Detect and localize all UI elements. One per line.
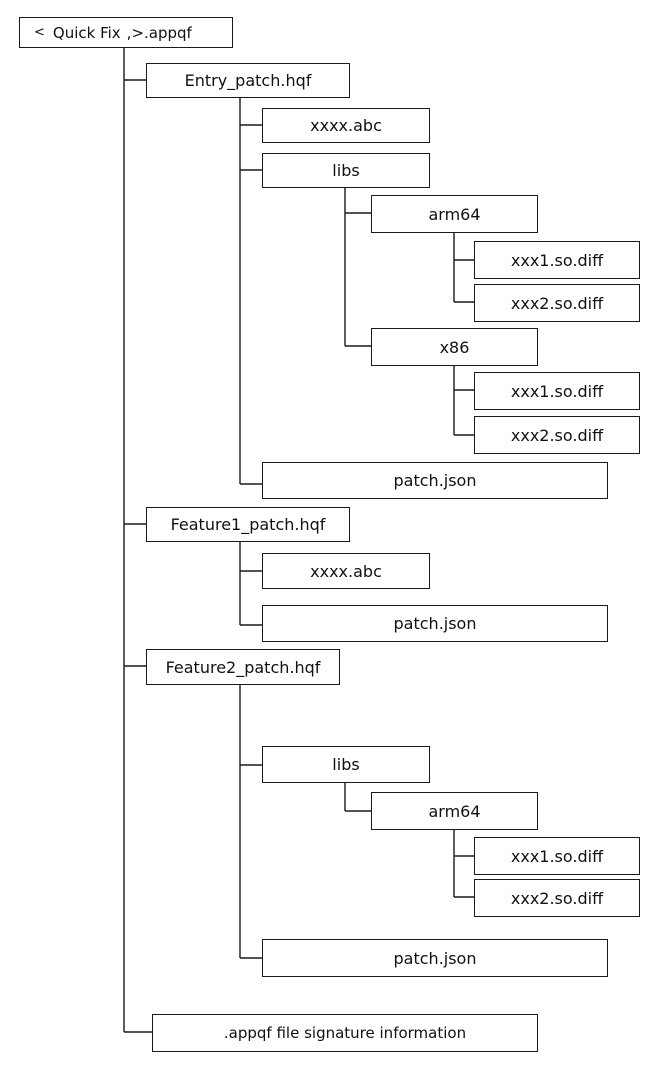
node-label: xxxx.abc xyxy=(310,116,382,135)
node-label: Feature1_patch.hqf xyxy=(170,515,326,534)
node-appqf-signature-info: .appqf file signature information xyxy=(152,1014,538,1052)
node-entry-x86-xxx2-so-diff: xxx2.so.diff xyxy=(474,416,640,454)
node-entry-x86: x86 xyxy=(371,328,538,366)
node-entry-patch-json: patch.json xyxy=(262,462,608,499)
node-entry-xxxx-abc: xxxx.abc xyxy=(262,108,430,143)
node-label: patch.json xyxy=(393,471,477,490)
root-label-left: Quick Fix xyxy=(52,23,121,42)
node-feature2-arm64: arm64 xyxy=(371,792,538,830)
node-label: patch.json xyxy=(393,948,477,968)
node-feature1-xxxx-abc: xxxx.abc xyxy=(262,553,430,589)
node-label: xxx1.so.diff xyxy=(510,250,604,270)
node-entry-arm64: arm64 xyxy=(371,195,538,233)
node-entry-patch-hqf: Entry_patch.hqf xyxy=(146,63,350,98)
node-label: xxx1.so.diff xyxy=(510,846,604,866)
node-feature2-patch-hqf: Feature2_patch.hqf xyxy=(146,649,340,685)
less-than-glyph: < xyxy=(34,25,45,40)
node-feature2-xxx2-so-diff: xxx2.so.diff xyxy=(474,879,640,917)
node-entry-arm64-xxx1-so-diff: xxx1.so.diff xyxy=(474,241,640,279)
node-label: arm64 xyxy=(428,801,481,821)
node-feature2-libs: libs xyxy=(262,746,430,783)
node-feature1-patch-json: patch.json xyxy=(262,605,608,642)
node-label: xxx1.so.diff xyxy=(510,381,604,401)
node-label: x86 xyxy=(439,337,470,357)
node-label: Entry_patch.hqf xyxy=(184,71,312,90)
node-entry-x86-xxx1-so-diff: xxx1.so.diff xyxy=(474,372,640,410)
node-entry-arm64-xxx2-so-diff: xxx2.so.diff xyxy=(474,284,640,322)
node-label: xxx2.so.diff xyxy=(510,888,604,908)
node-label: xxx2.so.diff xyxy=(510,293,604,313)
node-label: Feature2_patch.hqf xyxy=(165,657,321,677)
node-feature2-xxx1-so-diff: xxx1.so.diff xyxy=(474,837,640,875)
root-node-quick-fix-appqf: < Quick Fix ,>.appqf xyxy=(19,17,233,48)
root-label-right: ,>.appqf xyxy=(126,23,192,42)
node-label: libs xyxy=(332,755,360,774)
node-feature2-patch-json: patch.json xyxy=(262,939,608,977)
node-label: patch.json xyxy=(393,614,477,633)
node-entry-libs: libs xyxy=(262,153,430,188)
node-label: .appqf file signature information xyxy=(223,1024,467,1042)
node-label: arm64 xyxy=(428,204,481,224)
node-label: xxx2.so.diff xyxy=(510,425,604,445)
node-feature1-patch-hqf: Feature1_patch.hqf xyxy=(146,507,350,542)
node-label: xxxx.abc xyxy=(310,561,382,581)
node-label: libs xyxy=(332,161,360,180)
